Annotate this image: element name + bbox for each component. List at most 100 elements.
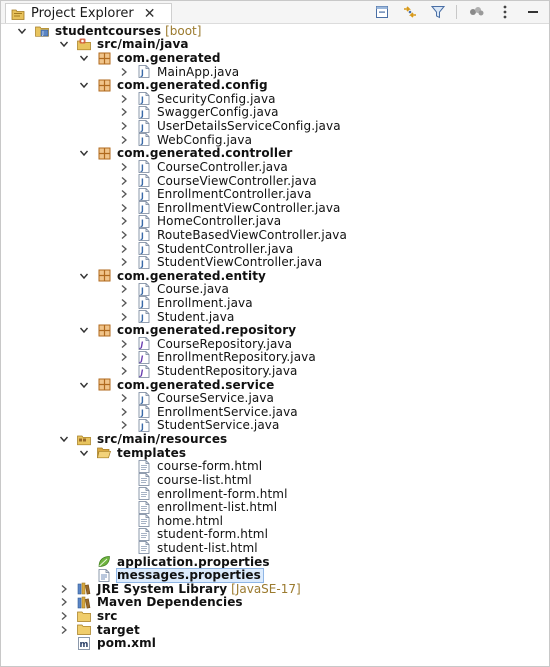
tree-item-target[interactable]: target <box>1 623 549 637</box>
chevron-right-icon[interactable] <box>118 365 130 377</box>
tree-item-label-box[interactable]: messages.properties <box>116 567 264 583</box>
tree-item-label-box[interactable]: EnrollmentRepository.java <box>157 350 318 364</box>
chevron-right-icon[interactable] <box>118 188 130 200</box>
tree-item-label-box[interactable]: Maven Dependencies <box>97 595 245 609</box>
tree-item-label-box[interactable]: Enrollment.java <box>157 296 255 310</box>
chevron-right-icon[interactable] <box>118 93 130 105</box>
tree-item-label-box[interactable]: com.generated.config <box>117 78 270 92</box>
minimize-icon[interactable] <box>525 4 541 20</box>
chevron-right-icon[interactable] <box>118 175 130 187</box>
tree-item-label-box[interactable]: SwaggerConfig.java <box>157 105 281 119</box>
view-menu-icon[interactable] <box>497 4 513 20</box>
tree-item-com-generated-controller[interactable]: com.generated.controller <box>1 146 549 160</box>
tree-item-label-box[interactable]: enrollment-list.html <box>157 500 279 514</box>
chevron-down-icon[interactable] <box>78 379 90 391</box>
tree-item-label-box[interactable]: WebConfig.java <box>157 133 254 147</box>
chevron-right-icon[interactable] <box>118 202 130 214</box>
tree-item-label-box[interactable]: CourseService.java <box>157 391 276 405</box>
chevron-right-icon[interactable] <box>118 66 130 78</box>
link-with-editor-icon[interactable] <box>402 4 418 20</box>
chevron-down-icon[interactable] <box>78 270 90 282</box>
chevron-right-icon[interactable] <box>118 161 130 173</box>
chevron-right-icon[interactable] <box>118 106 130 118</box>
tree-item-label-box[interactable]: student-list.html <box>157 541 260 555</box>
chevron-down-icon[interactable] <box>78 324 90 336</box>
chevron-down-icon[interactable] <box>78 52 90 64</box>
tree-item-com-generated[interactable]: com.generated <box>1 51 549 65</box>
tree-item-label-box[interactable]: UserDetailsServiceConfig.java <box>157 119 343 133</box>
tree-item-label-box[interactable]: StudentViewController.java <box>157 255 324 269</box>
tree-item-label-box[interactable]: SecurityConfig.java <box>157 92 278 106</box>
tree-item-label-box[interactable]: com.generated.controller <box>117 146 294 160</box>
chevron-down-icon[interactable] <box>16 25 28 37</box>
tree-item-application-properties[interactable]: application.properties <box>1 555 549 569</box>
tree-item-label-box[interactable]: CourseRepository.java <box>157 337 294 351</box>
tree-item-label-box[interactable]: templates <box>117 446 188 460</box>
tree-item-enrollment-list-html[interactable]: enrollment-list.html <box>1 500 549 514</box>
tree-item-label-box[interactable]: course-list.html <box>157 473 254 487</box>
chevron-right-icon[interactable] <box>118 419 130 431</box>
chevron-right-icon[interactable] <box>118 338 130 350</box>
tree-item-com-generated-service[interactable]: com.generated.service <box>1 378 549 392</box>
tree-item-label-box[interactable]: enrollment-form.html <box>157 487 290 501</box>
chevron-right-icon[interactable] <box>118 392 130 404</box>
tree-item-course-form-html[interactable]: course-form.html <box>1 459 549 473</box>
focus-icon[interactable] <box>469 4 485 20</box>
chevron-right-icon[interactable] <box>118 120 130 132</box>
tree-item-label-box[interactable]: application.properties <box>117 555 272 569</box>
tree-item-label-box[interactable]: src/main/resources <box>97 432 229 446</box>
tree-item-label-box[interactable]: com.generated.service <box>117 378 276 392</box>
tree-item-label-box[interactable]: home.html <box>157 514 225 528</box>
tree-item-label-box[interactable]: Course.java <box>157 282 231 296</box>
tree-item-label-box[interactable]: CourseViewController.java <box>157 174 319 188</box>
project-explorer-tab[interactable]: Project Explorer ✕ <box>5 3 172 23</box>
tree-item-label-box[interactable]: pom.xml <box>97 636 158 650</box>
tree-item-enrollment-form-html[interactable]: enrollment-form.html <box>1 487 549 501</box>
chevron-right-icon[interactable] <box>118 229 130 241</box>
chevron-right-icon[interactable] <box>118 256 130 268</box>
tree-item-com-generated-entity[interactable]: com.generated.entity <box>1 269 549 283</box>
tree-item-student-list-html[interactable]: student-list.html <box>1 541 549 555</box>
chevron-right-icon[interactable] <box>118 311 130 323</box>
tree-item-student-form-html[interactable]: student-form.html <box>1 527 549 541</box>
chevron-right-icon[interactable] <box>118 297 130 309</box>
tree-item-com-generated-repository[interactable]: com.generated.repository <box>1 323 549 337</box>
tree-item-jre-system-library[interactable]: JRE System Library[JavaSE-17] <box>1 582 549 596</box>
chevron-right-icon[interactable] <box>58 596 70 608</box>
chevron-right-icon[interactable] <box>118 134 130 146</box>
chevron-right-icon[interactable] <box>118 243 130 255</box>
chevron-down-icon[interactable] <box>58 38 70 50</box>
tree-item-label-box[interactable]: com.generated <box>117 51 223 65</box>
tree-item-home-html[interactable]: home.html <box>1 514 549 528</box>
chevron-down-icon[interactable] <box>78 447 90 459</box>
tree-item-label-box[interactable]: src <box>97 609 119 623</box>
filter-icon[interactable] <box>430 4 446 20</box>
chevron-right-icon[interactable] <box>118 351 130 363</box>
tree-item-label-box[interactable]: src/main/java <box>97 37 191 51</box>
tree-item-messages-properties[interactable]: messages.properties <box>1 567 549 583</box>
tree-item-label-box[interactable]: com.generated.entity <box>117 269 268 283</box>
tree-item-label-box[interactable]: StudentService.java <box>157 418 281 432</box>
tree-item-label-box[interactable]: student-form.html <box>157 527 270 541</box>
chevron-right-icon[interactable] <box>118 283 130 295</box>
